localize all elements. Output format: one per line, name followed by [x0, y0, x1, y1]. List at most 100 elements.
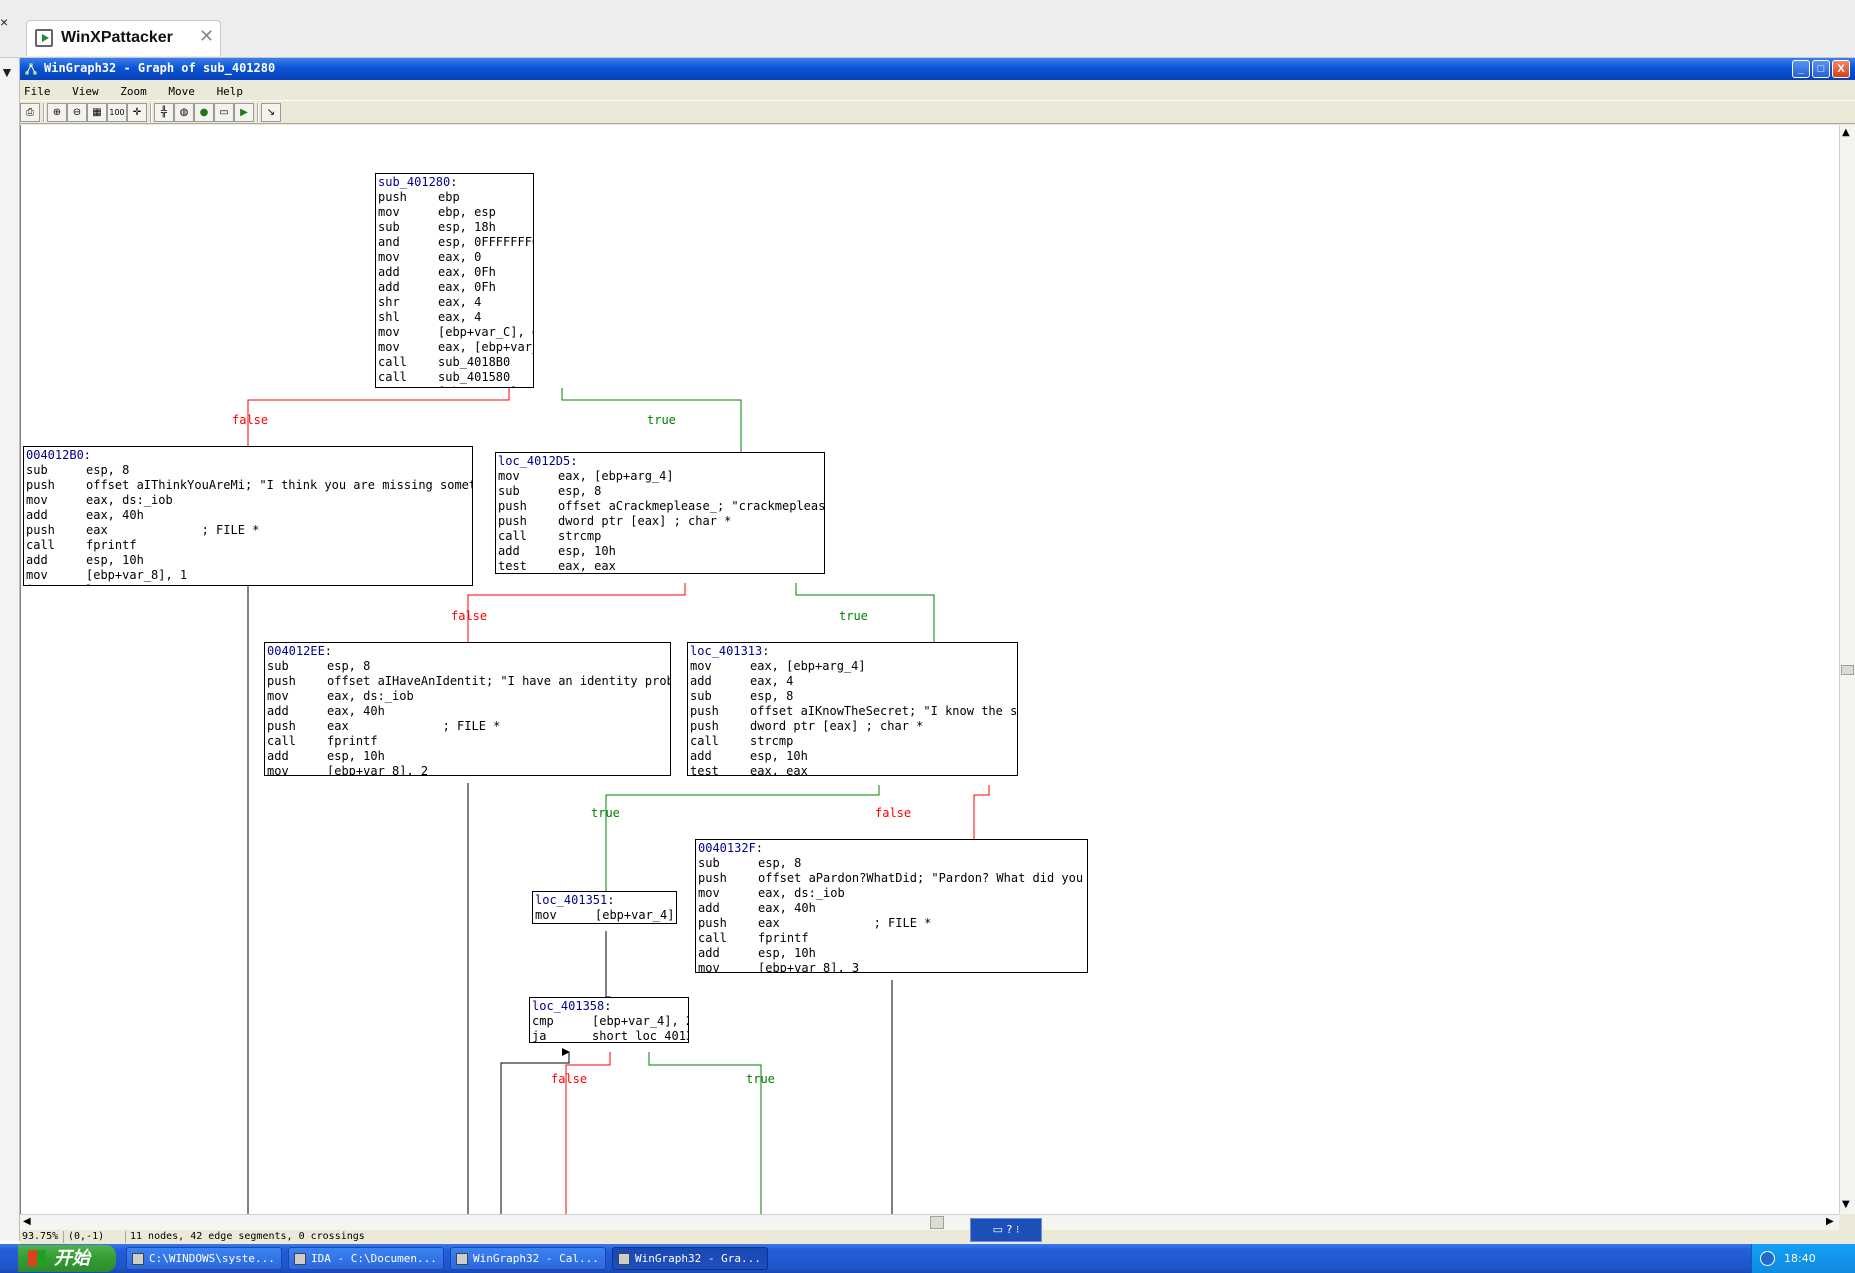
graph-app-icon: [618, 1253, 630, 1265]
node-label[interactable]: 004012EE:: [267, 644, 333, 658]
node-label[interactable]: 004012B0:: [26, 448, 92, 462]
asm-mnemonic: sub: [690, 689, 712, 703]
cursor-icon[interactable]: ↘: [261, 103, 281, 122]
zoom-in-icon[interactable]: ⊕: [47, 103, 67, 122]
status-coords: (0,-1): [66, 1231, 126, 1243]
node-label[interactable]: sub_401280:: [378, 175, 458, 189]
minimize-button[interactable]: _: [1792, 60, 1810, 78]
asm-mnemonic: mov: [378, 325, 400, 339]
zoom-out-icon[interactable]: ⊖: [67, 103, 87, 122]
taskbar-item-cmd[interactable]: C:\WINDOWS\syste...: [126, 1247, 282, 1270]
zoom-100-icon[interactable]: 100: [107, 103, 127, 122]
scroll-thumb[interactable]: [1841, 665, 1854, 675]
dropdown-icon[interactable]: ▼: [0, 64, 14, 80]
green-circle-icon[interactable]: ●: [194, 103, 214, 122]
asm-mnemonic: add: [690, 674, 712, 688]
scroll-down-icon[interactable]: ▼: [1842, 1199, 1850, 1210]
edge-false: [467, 583, 686, 655]
language-bar[interactable]: ▭ ? ⁝: [970, 1218, 1042, 1242]
node-label[interactable]: loc_401358:: [532, 999, 612, 1013]
menu-help[interactable]: Help: [216, 85, 244, 98]
asm-mnemonic: shl: [378, 310, 400, 324]
graph-node[interactable]: loc_401358:cmp[ebp+var_4], 21hjashort lo…: [529, 997, 689, 1043]
asm-operand: eax, [ebp+arg_4]: [558, 469, 674, 483]
tray-icon[interactable]: [1760, 1251, 1775, 1266]
asm-operand: ebp: [438, 190, 460, 204]
edge-true: [648, 1052, 762, 1214]
menu-view[interactable]: View: [72, 85, 99, 98]
asm-mnemonic: mov: [690, 659, 712, 673]
asm-line: mov[ebp+var_C], eax: [378, 325, 533, 340]
asm-operand: eax, 0: [438, 250, 482, 264]
menu-file[interactable]: File: [24, 85, 51, 98]
taskbar-item-ida[interactable]: IDA - C:\Documen...: [288, 1247, 444, 1270]
asm-mnemonic: cmp: [532, 1014, 554, 1028]
horizontal-scrollbar[interactable]: ◀ ▶: [20, 1214, 1839, 1230]
asm-operand: esp, 8: [86, 463, 130, 477]
menu-move[interactable]: Move: [168, 85, 195, 98]
browser-tab[interactable]: WinXPattacker ✕: [26, 20, 221, 56]
menu-zoom[interactable]: Zoom: [120, 85, 147, 98]
scroll-left-icon[interactable]: ◀: [23, 1216, 31, 1227]
frame-icon[interactable]: ▭: [214, 103, 234, 122]
asm-operand: loc_401398: [86, 583, 158, 585]
scroll-right-icon[interactable]: ▶: [1826, 1216, 1834, 1227]
asm-mnemonic: call: [26, 538, 55, 552]
vertical-scrollbar[interactable]: ▲ ▼: [1839, 125, 1855, 1214]
asm-mnemonic: add: [378, 280, 400, 294]
close-icon[interactable]: ×: [0, 14, 9, 30]
asm-mnemonic: mov: [698, 886, 720, 900]
graph-canvas[interactable]: false true false true true false false t…: [20, 125, 1839, 1214]
task-label: C:\WINDOWS\syste...: [149, 1252, 275, 1265]
close-button[interactable]: X: [1832, 60, 1850, 78]
node-label[interactable]: loc_4012D5:: [498, 454, 578, 468]
fit-icon[interactable]: ▦: [87, 103, 107, 122]
layout-icon[interactable]: ╬: [154, 103, 174, 122]
asm-mnemonic: mov: [267, 689, 289, 703]
start-button[interactable]: 开始: [18, 1245, 116, 1272]
asm-mnemonic: cmp: [378, 385, 438, 387]
asm-mnemonic: call: [690, 734, 719, 748]
tab-close-icon[interactable]: ✕: [199, 26, 215, 46]
asm-mnemonic: test: [498, 559, 527, 573]
asm-mnemonic: add: [267, 704, 289, 718]
move-icon[interactable]: ✛: [127, 103, 147, 122]
taskbar-item-wingraph-graph[interactable]: WinGraph32 - Gra...: [612, 1247, 768, 1270]
circle-icon[interactable]: ◍: [174, 103, 194, 122]
graph-app-icon: [456, 1253, 468, 1265]
taskbar-item-wingraph-cal[interactable]: WinGraph32 - Cal...: [450, 1247, 606, 1270]
edge-label-false: false: [875, 806, 912, 820]
asm-mnemonic: push: [26, 523, 55, 537]
asm-operand: esp, 8: [558, 484, 602, 498]
asm-operand: esp, 8: [327, 659, 371, 673]
scroll-thumb[interactable]: [930, 1216, 944, 1229]
graph-node[interactable]: loc_401351:mov[ebp+var_4], 0: [532, 891, 677, 924]
scroll-up-icon[interactable]: ▲: [1842, 127, 1850, 138]
asm-operand: offset aIKnowTheSecret; "I know the secr…: [750, 704, 1018, 718]
print-icon[interactable]: ⎙: [20, 103, 40, 122]
title-bar[interactable]: WinGraph32 - Graph of sub_401280 _ □ X: [20, 58, 1855, 80]
maximize-button[interactable]: □: [1812, 60, 1830, 78]
edge-loop: [500, 1048, 570, 1214]
node-label[interactable]: 0040132F:: [698, 841, 764, 855]
asm-operand: esp, 10h: [750, 749, 808, 763]
asm-mnemonic: push: [267, 719, 296, 733]
node-label[interactable]: loc_401313:: [690, 644, 770, 658]
forward-icon[interactable]: ▶: [234, 103, 254, 122]
node-label[interactable]: loc_401351:: [535, 893, 615, 907]
edge-label-false: false: [451, 609, 488, 623]
